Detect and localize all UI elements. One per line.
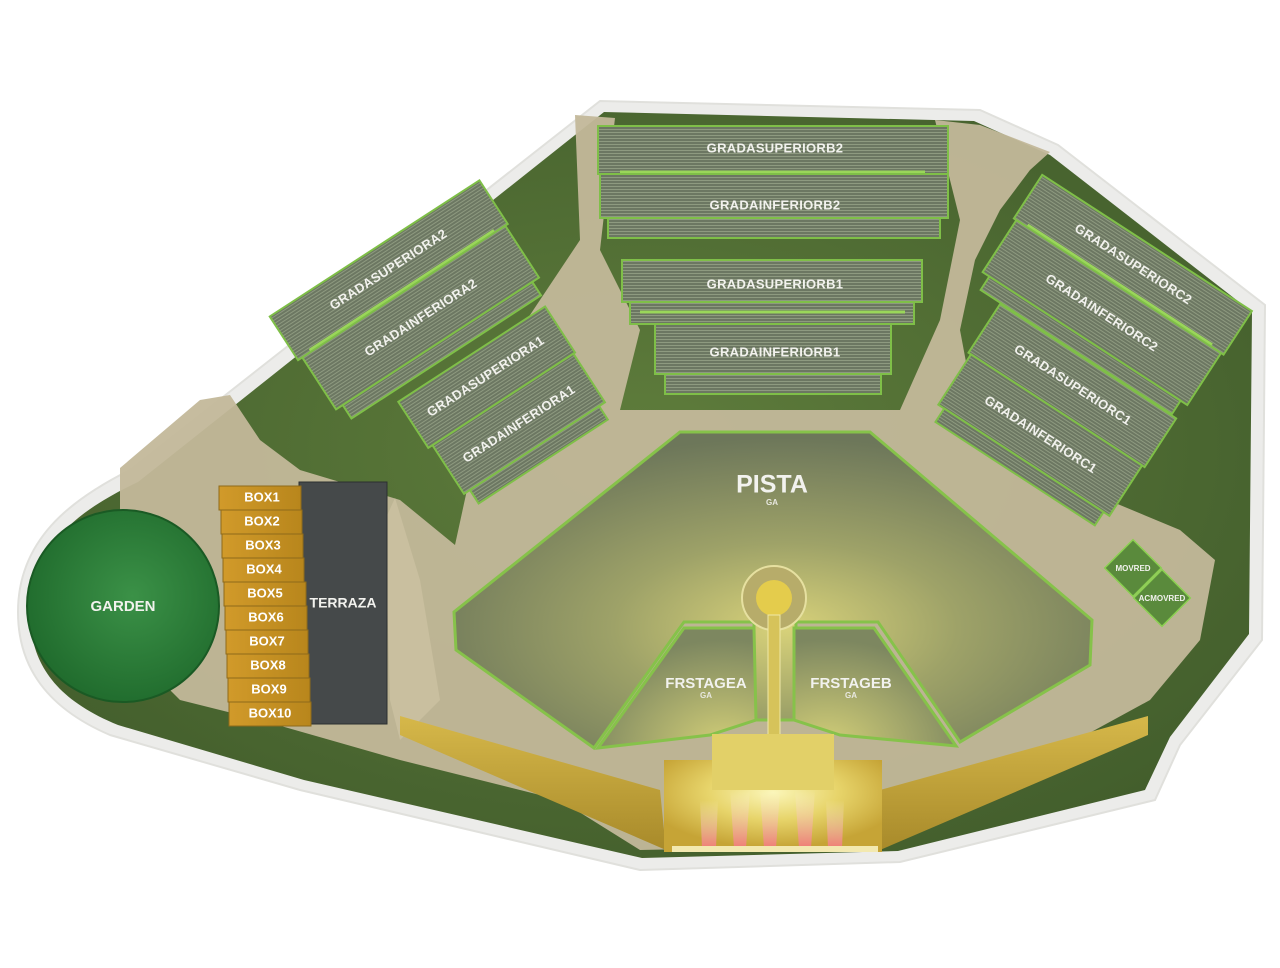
box-7[interactable]: BOX7 xyxy=(225,629,309,655)
box-1[interactable]: BOX1 xyxy=(218,485,302,511)
boxes-column: BOX1 BOX2 BOX3 BOX4 BOX5 BOX6 BOX7 BOX8 xyxy=(218,485,312,727)
section-garden[interactable]: GARDEN xyxy=(26,509,220,703)
stand-gradainferiorb2[interactable]: GRADAINFERIORB2 xyxy=(599,173,949,239)
walkway-left xyxy=(385,498,440,740)
section-terraza[interactable]: TERRAZA xyxy=(298,481,388,725)
box-4[interactable]: BOX4 xyxy=(222,557,305,583)
box-5[interactable]: BOX5 xyxy=(223,581,307,607)
stage xyxy=(400,716,1148,852)
box-9[interactable]: BOX9 xyxy=(227,677,311,703)
catwalk xyxy=(741,565,807,736)
box-6[interactable]: BOX6 xyxy=(224,605,308,631)
box-10[interactable]: BOX10 xyxy=(228,701,312,727)
stand-gradasuperiorb1[interactable]: GRADASUPERIORB1 xyxy=(621,259,923,325)
box-8[interactable]: BOX8 xyxy=(226,653,310,679)
box-3[interactable]: BOX3 xyxy=(221,533,304,559)
stand-gradainferiorb1[interactable]: GRADAINFERIORB1 xyxy=(654,323,892,395)
box-2[interactable]: BOX2 xyxy=(220,509,303,535)
stand-gradasuperiorb2[interactable]: GRADASUPERIORB2 xyxy=(597,125,949,175)
